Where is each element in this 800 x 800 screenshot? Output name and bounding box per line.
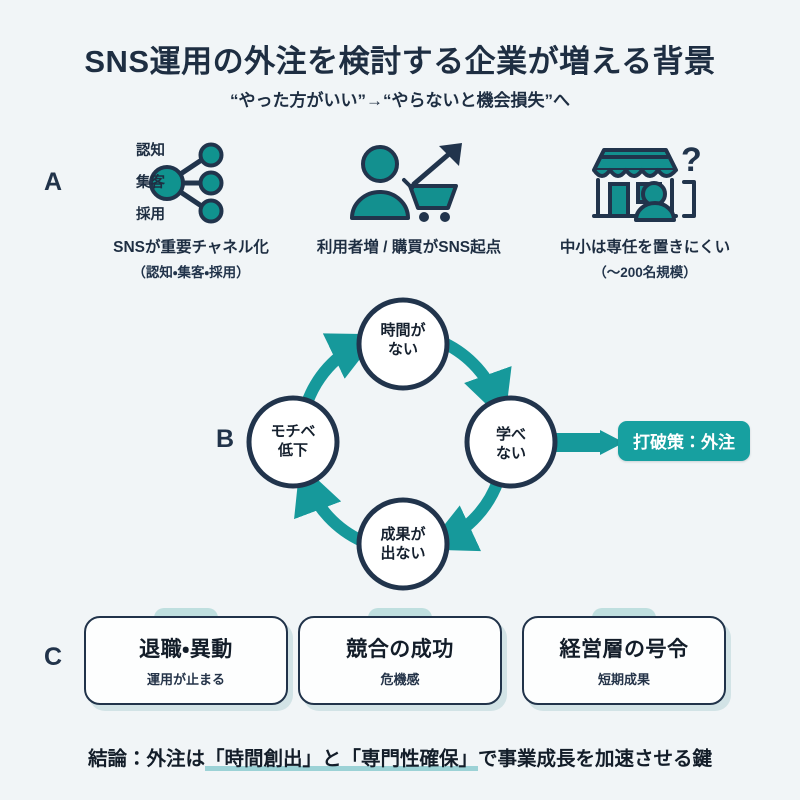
cycle-node-cannot-learn xyxy=(464,395,558,489)
trigger-card: 経営層の号令 短期成果 xyxy=(522,608,726,705)
card-subtitle: 危機感 xyxy=(380,672,420,687)
user-cart-growth-icon xyxy=(294,140,524,226)
card-subtitle: 短期成果 xyxy=(597,672,650,687)
card-title: 退職・異動 xyxy=(139,638,233,661)
page-title: SNS運用の外注を検討する企業が増える背景 xyxy=(84,44,716,79)
svg-text:?: ? xyxy=(681,141,702,179)
card-title: 競合の成功 xyxy=(346,638,454,661)
conclusion-line: 結論：外注は「時間創出」と「専門性確保」で事業成長を加速させる鍵 xyxy=(0,742,800,771)
factor-caption: 中小は専任を置きにくい xyxy=(559,239,731,256)
conclusion-prefix: 結論：外注は xyxy=(87,748,205,770)
card-tab xyxy=(592,608,656,628)
cycle-node-no-results xyxy=(356,497,450,591)
section-letter-c: C xyxy=(44,643,63,671)
share-node-label-list: 認知 集客 採用 xyxy=(136,143,165,224)
cycle-arrow-right-to-bottom xyxy=(424,478,504,552)
factor-column-sns-channel: SNSが重要チャネル化 （認知・集客・採用） xyxy=(76,140,306,281)
card-title: 経営層の号令 xyxy=(559,638,689,661)
section-letter-b: B xyxy=(216,425,235,453)
factor-caption: 利用者増 / 購買がSNS起点 xyxy=(316,239,502,256)
conclusion-highlight: 「時間創出」と「専門性確保」 xyxy=(204,748,478,771)
trigger-card: 退職・異動 運用が止まる xyxy=(84,608,288,705)
share-node-label-shuukyaku: 集客 xyxy=(136,175,165,191)
cycle-node-label-low-motivation: モチベ 低下 xyxy=(270,423,316,459)
conclusion-suffix: で事業成長を加速させる鍵 xyxy=(478,748,713,770)
page-subtitle: “やった方がいい”→“やらないと機会損失”へ xyxy=(230,91,570,110)
vicious-cycle-diagram xyxy=(246,297,620,591)
cycle-node-low-motivation xyxy=(246,395,340,489)
cycle-arrow-top-to-right xyxy=(441,337,512,422)
factor-column-user-purchase: 利用者増 / 購買がSNS起点 xyxy=(294,140,524,261)
cycle-node-label-cannot-learn: 学べ ない xyxy=(495,426,526,462)
breakthrough-badge: 打破策：外注 xyxy=(618,421,750,461)
cycle-arrow-left-to-top xyxy=(301,333,380,406)
cycle-node-no-time xyxy=(356,297,450,391)
cycle-arrow-bottom-to-left xyxy=(294,463,365,547)
factor-subcaption: （認知・集客・採用） xyxy=(132,265,250,280)
card-tab xyxy=(154,608,218,628)
trigger-card: 競合の成功 危機感 xyxy=(298,608,502,705)
card-subtitle: 運用が止まる xyxy=(146,672,225,687)
factor-subcaption: （〜200名規模） xyxy=(593,265,697,280)
share-node-label-saiyou: 採用 xyxy=(136,207,165,223)
cycle-node-label-no-time: 時間が ない xyxy=(380,322,426,358)
breakthrough-arrow xyxy=(544,430,620,455)
share-node-label-ninchi: 認知 xyxy=(136,143,165,159)
factor-caption: SNSが重要チャネル化 xyxy=(113,239,269,256)
section-letter-a: A xyxy=(44,168,63,196)
card-tab xyxy=(368,608,432,628)
factor-column-smb-staffing: ? 中小は専任を置きにくい （〜200名規模） xyxy=(530,140,760,281)
share-network-icon xyxy=(76,140,306,226)
cycle-node-label-no-results: 成果が 出ない xyxy=(380,526,426,562)
storefront-question-icon: ? xyxy=(530,140,760,226)
